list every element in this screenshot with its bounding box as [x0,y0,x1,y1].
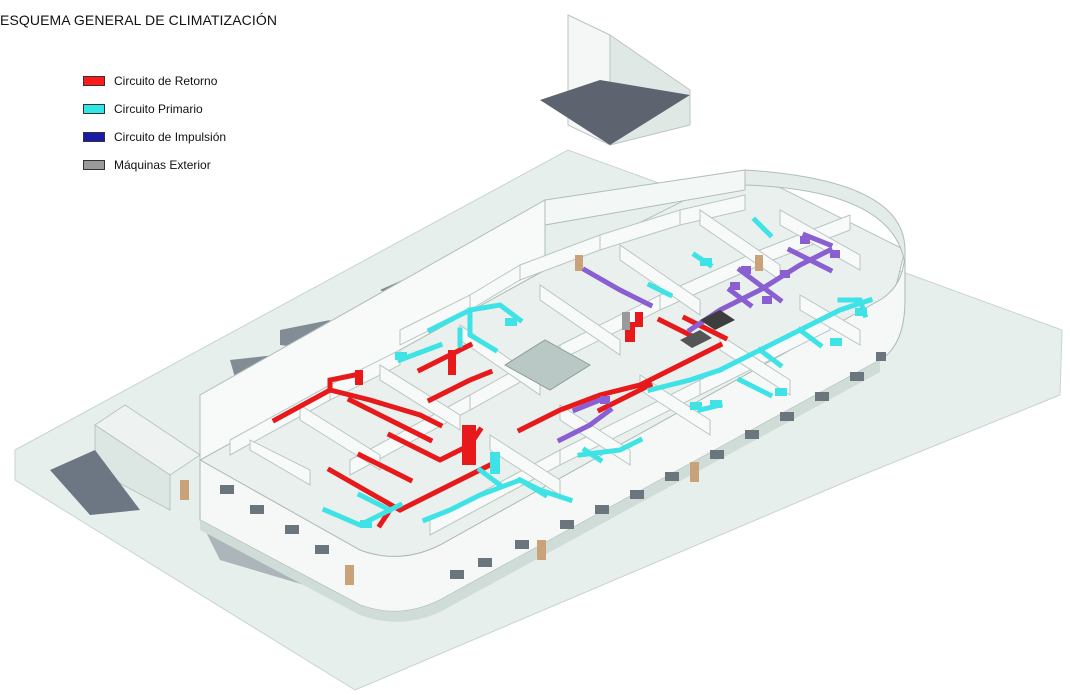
maquinas-exterior [622,310,735,348]
legend-swatch-maquinas [83,160,105,170]
legend-item-primario: Circuito Primario [83,95,226,123]
diagram-title: ESQUEMA GENERAL DE CLIMATIZACIÓN [0,12,278,28]
impulsion-units [600,236,840,404]
legend-swatch-impulsion [83,132,105,142]
south-facade [199,249,906,612]
legend-swatch-primario [83,104,105,114]
legend-item-maquinas: Máquinas Exterior [83,151,226,179]
courtyard [504,339,591,391]
annex-shadow [50,450,140,515]
tower-shadow [540,80,690,145]
impulsion-circuit [556,231,834,444]
legend-label-retorno: Circuito de Retorno [114,74,218,88]
legend-label-primario: Circuito Primario [114,102,203,116]
legend-swatch-retorno [83,76,105,86]
retorno-circuit [271,314,729,529]
north-east-wall [544,169,746,226]
retorno-risers [355,312,643,465]
primario-units [360,258,867,528]
east-curved-wall [744,169,906,266]
doors [180,255,763,585]
legend-item-retorno: Circuito de Retorno [83,67,226,95]
legend: Circuito de Retorno Circuito Primario Ci… [83,67,226,179]
legend-label-maquinas: Máquinas Exterior [114,158,211,172]
legend-item-impulsion: Circuito de Impulsión [83,123,226,151]
legend-label-impulsion: Circuito de Impulsión [114,130,227,144]
primario-circuit [321,216,874,528]
south-windows [220,352,886,579]
